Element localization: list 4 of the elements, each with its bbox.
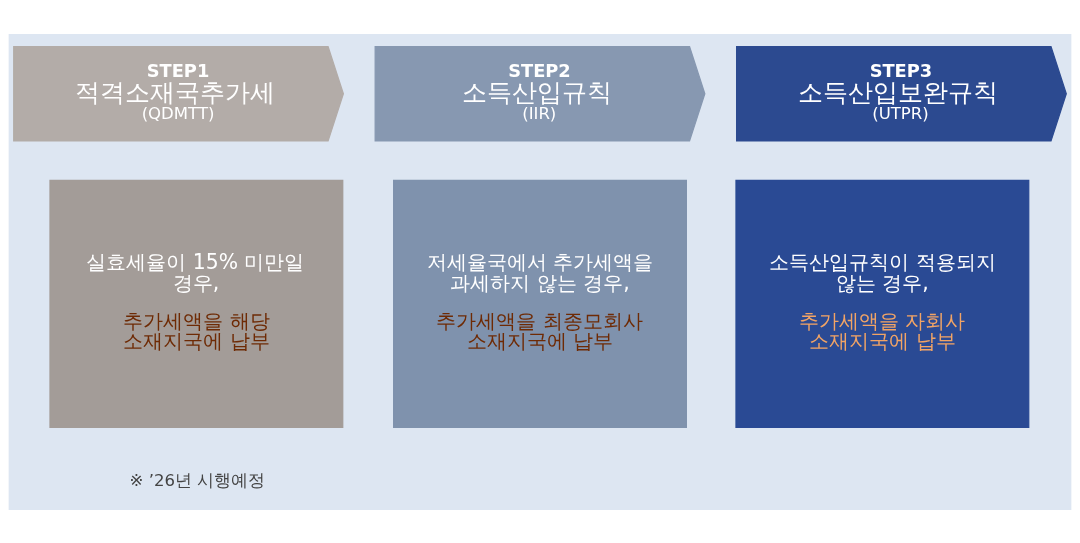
label: ※ ’26년 시행예정 [129,470,266,490]
node-box: 소득산입규칙이 적용되지 않는 경우, 추가세액을 자회사 소재지국에 납부 [735,179,1030,428]
node-box: 저세율국에서 추가세액을 과세하지 않는 경우, 추가세액을 최종모회사 소재지국에 납부 [393,179,687,428]
node-box: 실효세율이 15% 미만일 경우, 추가세액을 해당 소재지국에 납부 [49,179,344,428]
